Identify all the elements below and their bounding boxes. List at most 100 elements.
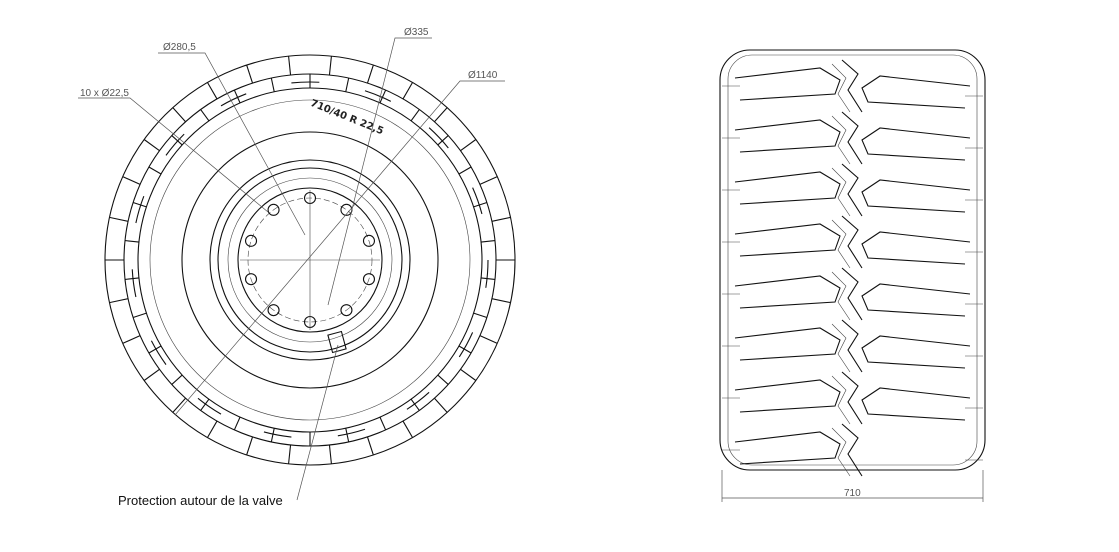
tread-divider bbox=[328, 444, 332, 464]
tread-divider bbox=[288, 444, 292, 464]
tread-lugs bbox=[722, 59, 983, 477]
tread-lug bbox=[197, 397, 222, 415]
wheel-ring bbox=[149, 99, 471, 421]
center-rib bbox=[831, 219, 851, 269]
tread-divider bbox=[233, 89, 241, 104]
tread-lug-left bbox=[734, 327, 841, 361]
center-rib bbox=[841, 215, 863, 269]
bolt-hole bbox=[244, 273, 258, 286]
tread-divider bbox=[207, 420, 218, 438]
outer-label: Ø1140 bbox=[468, 70, 498, 81]
tread-divider bbox=[148, 345, 162, 354]
tread-lug bbox=[150, 340, 167, 365]
tread-divider bbox=[460, 368, 477, 381]
tread-lug bbox=[220, 93, 247, 107]
wheel-ring bbox=[227, 177, 393, 343]
tread-lug bbox=[406, 391, 430, 410]
tread-lug-right bbox=[861, 231, 971, 265]
tread-divider bbox=[122, 335, 141, 344]
center-rib bbox=[841, 267, 863, 321]
bolt-label: 10 x Ø22,5 bbox=[80, 88, 129, 99]
center-rib bbox=[831, 167, 851, 217]
tread-divider bbox=[109, 216, 129, 222]
tread-divider bbox=[200, 109, 210, 122]
tread-divider bbox=[172, 397, 186, 413]
tire-outline bbox=[719, 49, 986, 471]
center-rib bbox=[831, 375, 851, 425]
tread-lug-right bbox=[861, 179, 971, 213]
width-label: 710 bbox=[844, 488, 861, 499]
tread-divider bbox=[200, 398, 210, 411]
valve-leader bbox=[296, 344, 339, 501]
tread-divider bbox=[410, 398, 420, 411]
bolt-hole bbox=[267, 304, 280, 317]
tread-divider bbox=[458, 345, 472, 354]
tread-divider bbox=[124, 277, 139, 280]
tread-divider bbox=[132, 201, 147, 208]
side-view: 710 bbox=[719, 49, 986, 502]
tread-divider bbox=[473, 312, 488, 319]
tread-divider bbox=[345, 428, 350, 443]
bolt-hole bbox=[362, 234, 376, 247]
tread-lug bbox=[458, 332, 474, 358]
tread-lug-left bbox=[734, 171, 841, 205]
bolt-circle-leader bbox=[158, 52, 306, 236]
bolt-hole bbox=[340, 304, 353, 317]
tread-divider bbox=[458, 166, 472, 175]
tread-divider bbox=[379, 89, 387, 104]
tread-divider bbox=[434, 397, 448, 413]
wheel-ring bbox=[217, 167, 403, 353]
tread-lug-left bbox=[734, 119, 841, 153]
tread-divider bbox=[479, 335, 498, 344]
tread-divider bbox=[379, 416, 387, 431]
tread-divider bbox=[288, 56, 292, 76]
tread-lug-right bbox=[861, 75, 971, 109]
center-rib bbox=[841, 163, 863, 217]
tread-lug bbox=[165, 133, 185, 156]
center-rib bbox=[831, 323, 851, 373]
tread-divider bbox=[122, 176, 141, 185]
tread-divider bbox=[473, 201, 488, 208]
tread-divider bbox=[148, 166, 162, 175]
tread-divider bbox=[143, 368, 160, 381]
tread-lug-right bbox=[861, 335, 971, 369]
tread-lug-left bbox=[734, 67, 841, 101]
tread-lug-left bbox=[734, 379, 841, 413]
tread-divider bbox=[460, 139, 477, 152]
tread-divider bbox=[124, 240, 139, 243]
tread-divider bbox=[481, 240, 496, 243]
hub-label: Ø335 bbox=[404, 27, 429, 38]
tread-lug-right bbox=[861, 127, 971, 161]
tread-divider bbox=[345, 77, 350, 92]
center-rib bbox=[831, 115, 851, 165]
tread-divider bbox=[366, 64, 374, 84]
tread-divider bbox=[171, 135, 183, 146]
center-rib bbox=[831, 427, 851, 477]
bolt-hole bbox=[267, 203, 280, 216]
center-rib bbox=[831, 271, 851, 321]
bolt-hole bbox=[244, 234, 258, 247]
tread-divider bbox=[233, 416, 241, 431]
tread-lug-right bbox=[861, 387, 971, 421]
tread-lug bbox=[263, 431, 292, 438]
wheel-ring bbox=[209, 159, 411, 361]
tread-divider bbox=[491, 216, 511, 222]
tread-divider bbox=[132, 312, 147, 319]
wheel-ring bbox=[237, 187, 383, 333]
tread-divider bbox=[246, 436, 254, 456]
tread-lug bbox=[485, 259, 489, 288]
tread-divider bbox=[109, 298, 129, 304]
center-rib bbox=[841, 111, 863, 165]
tread-lug-left bbox=[734, 431, 841, 465]
wheel-ring bbox=[181, 131, 439, 389]
tread-lug bbox=[291, 81, 320, 84]
tread-lug-left bbox=[734, 275, 841, 309]
tread-lug bbox=[131, 269, 137, 298]
tread-divider bbox=[270, 77, 275, 92]
tread-divider bbox=[437, 374, 449, 385]
center-rib bbox=[841, 319, 863, 373]
tread-divider bbox=[402, 420, 413, 438]
tread-divider bbox=[410, 109, 420, 122]
tread-lug-left bbox=[734, 223, 841, 257]
tread-divider bbox=[491, 298, 511, 304]
